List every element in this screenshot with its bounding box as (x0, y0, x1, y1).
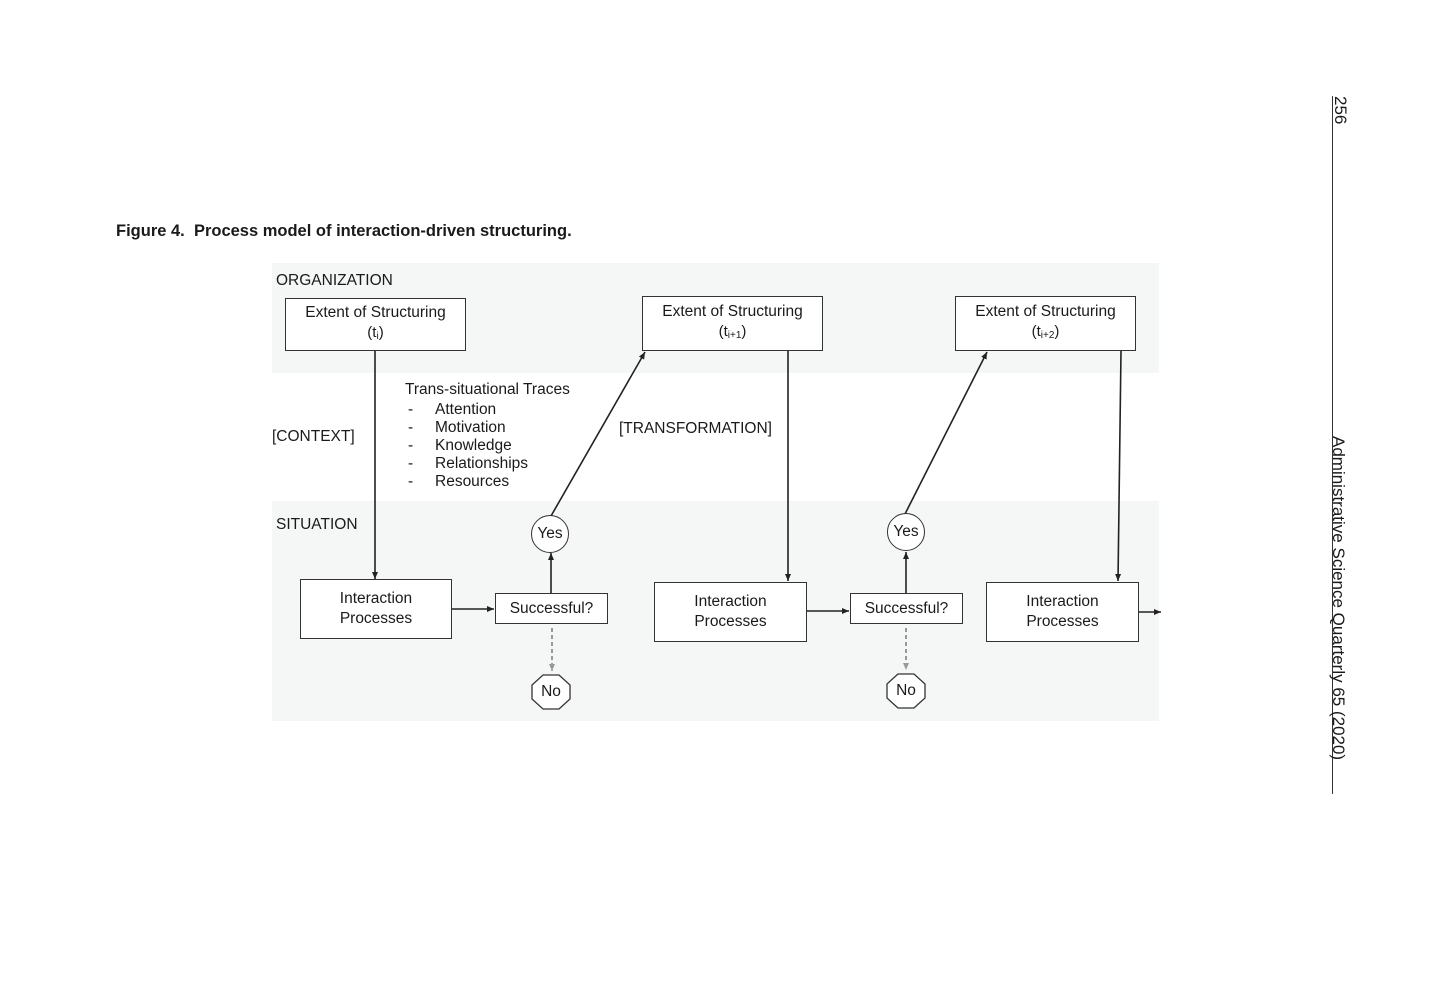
traces-bullet: - (408, 473, 414, 490)
arrow-extent3-to-interaction3 (1115, 350, 1122, 582)
traces-item: - Knowledge (405, 437, 570, 455)
traces-item: - Attention (405, 401, 570, 419)
extent-title: Extent of Structuring (662, 302, 803, 320)
yes-circle-1: Yes (531, 515, 569, 553)
yes-circle-2: Yes (887, 513, 925, 551)
interaction-box-2: Interaction Processes (654, 582, 807, 642)
extent-box-ti: Extent of Structuring (ti) (285, 298, 466, 351)
trans-situational-traces: Trans-situational Traces - Attention - Mot… (405, 381, 570, 491)
traces-bullet: - (408, 437, 414, 454)
figure-label: Figure 4. (116, 222, 185, 240)
interaction-box-1: Interaction Processes (300, 579, 452, 639)
organization-label: ORGANIZATION (276, 272, 393, 289)
page-number: 256 (1331, 96, 1350, 125)
time-subscript: i (376, 330, 379, 342)
time-open: (t (367, 323, 377, 341)
time-close: ) (741, 322, 747, 340)
traces-item: - Motivation (405, 419, 570, 437)
traces-item-label: Relationships (435, 455, 529, 472)
traces-item-label: Attention (435, 401, 497, 418)
traces-item: - Relationships (405, 455, 570, 473)
octagon-shape (886, 673, 926, 709)
extent-time: (ti+1) (719, 322, 747, 346)
situation-label: SITUATION (276, 516, 358, 533)
no-octagon-1: No (531, 674, 571, 710)
traces-bullet: - (408, 401, 414, 418)
interaction-line2: Processes (339, 610, 413, 627)
no-label: No (896, 682, 916, 699)
time-close: ) (378, 323, 384, 341)
time-subscript: i+1 (727, 329, 742, 341)
interaction-line2: Processes (694, 613, 767, 630)
traces-bullet: - (408, 455, 414, 472)
decision-box-1: Successful? (495, 593, 608, 624)
traces-list: - Attention - Motivation - Knowledge - Relat… (405, 401, 570, 491)
traces-item-label: Motivation (435, 419, 506, 436)
traces-item-label: Knowledge (435, 437, 512, 454)
time-subscript: i+2 (1040, 329, 1055, 341)
extent-title: Extent of Structuring (975, 302, 1116, 320)
extent-time: (ti) (367, 323, 383, 347)
running-head-rule (1332, 96, 1333, 794)
transformation-label: [TRANSFORMATION] (619, 420, 772, 437)
decision-box-2: Successful? (850, 593, 963, 624)
figure-title: Process model of interaction-driven stru… (193, 222, 572, 240)
extent-time: (ti+2) (1032, 322, 1060, 346)
traces-item-label: Resources (435, 473, 510, 490)
interaction-box-3: Interaction Processes (986, 582, 1139, 642)
context-label: [CONTEXT] (272, 428, 355, 445)
time-open: (t (1031, 322, 1041, 340)
extent-box-ti2: Extent of Structuring (ti+2) (955, 296, 1136, 351)
interaction-line1: Interaction (694, 593, 767, 610)
traces-bullet: - (408, 419, 414, 436)
interaction-line1: Interaction (339, 590, 413, 607)
traces-item: - Resources (405, 473, 570, 491)
arrow-yes2-to-extent3 (904, 351, 988, 515)
running-head: Administrative Science Quarterly 65 (202… (1329, 436, 1348, 761)
traces-title: Trans-situational Traces (405, 381, 570, 398)
no-octagon-2: No (886, 673, 926, 709)
octagon-shape (531, 674, 571, 710)
arrow-yes1-to-extent2 (550, 351, 646, 517)
no-label: No (541, 683, 561, 700)
interaction-line1: Interaction (1026, 593, 1099, 610)
time-open: (t (718, 322, 728, 340)
extent-title: Extent of Structuring (305, 303, 446, 321)
extent-box-ti1: Extent of Structuring (ti+1) (642, 296, 823, 351)
time-close: ) (1054, 322, 1060, 340)
interaction-line2: Processes (1026, 613, 1099, 630)
figure-caption: Figure 4. Process model of interaction-d… (116, 222, 572, 241)
